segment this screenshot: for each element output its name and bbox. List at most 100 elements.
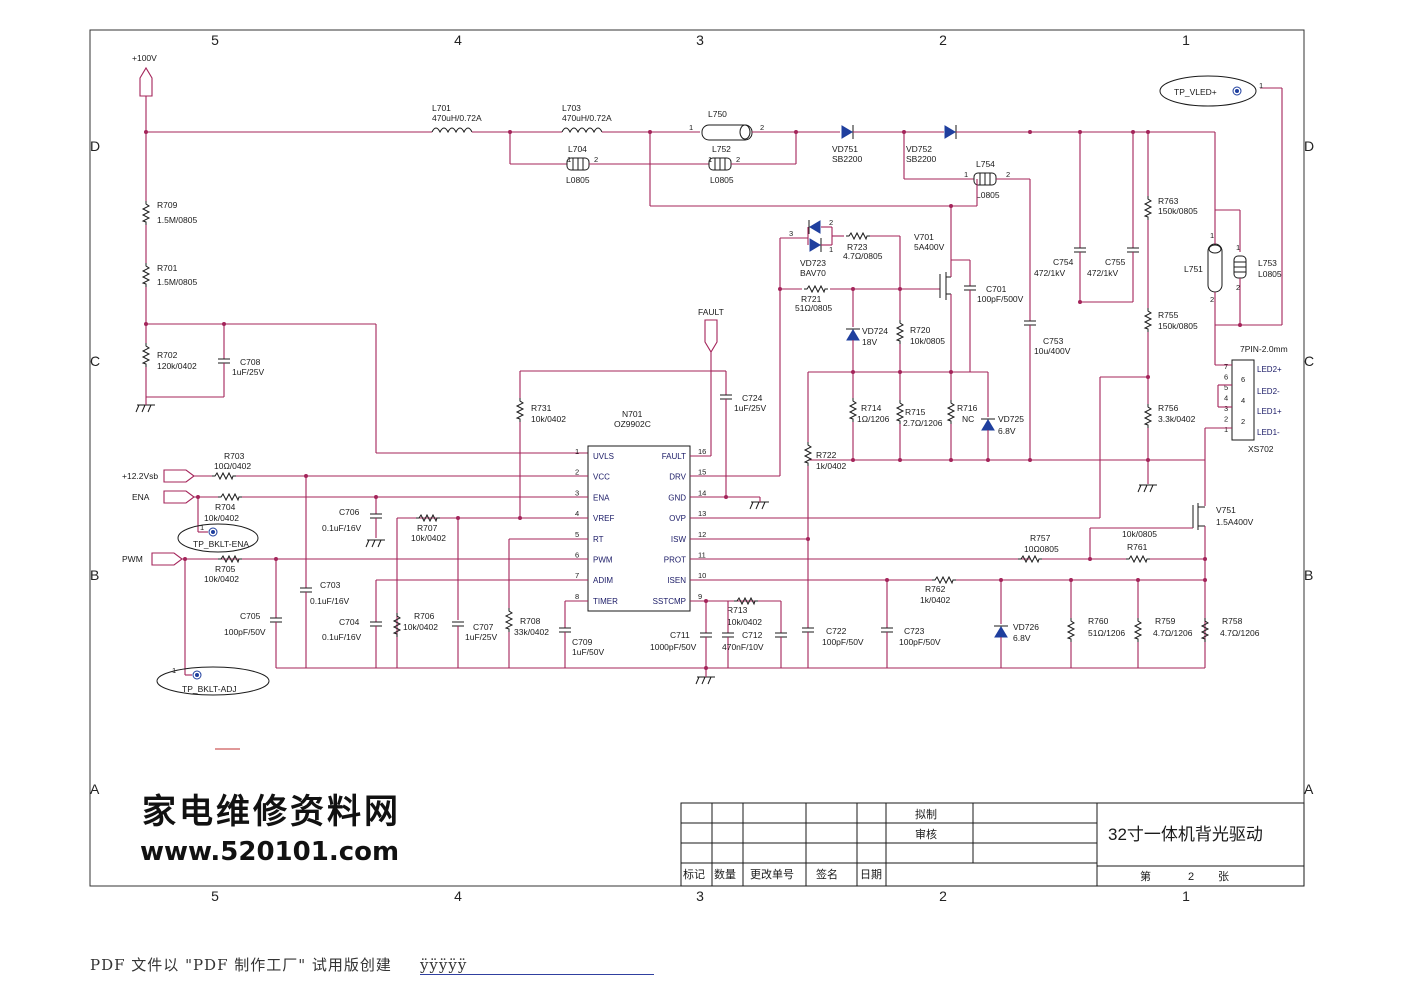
part-ref: R703 bbox=[224, 451, 245, 461]
zone-label: D bbox=[90, 138, 100, 154]
ic-pin-num: 5 bbox=[575, 530, 579, 539]
part-ref: VD751 bbox=[832, 144, 858, 154]
part-ref: C722 bbox=[826, 626, 847, 636]
zone-label: 4 bbox=[454, 32, 462, 48]
xs702-connector bbox=[1231, 359, 1255, 441]
ic-pin-name: OVP bbox=[669, 514, 686, 523]
watermark-cn: 家电维修资料网 bbox=[142, 792, 401, 832]
part-value: 0.1uF/16V bbox=[322, 523, 362, 533]
ic-pin-name: GND bbox=[668, 493, 686, 502]
part-ref: R701 bbox=[157, 263, 178, 273]
part-ref: R707 bbox=[417, 523, 438, 533]
connector-inner-num: 6 bbox=[1241, 375, 1245, 384]
ic-pin-num: 1 bbox=[575, 447, 579, 456]
part-ref: R723 bbox=[847, 242, 868, 252]
part-value: 100pF/500V bbox=[977, 294, 1024, 304]
pin-num: 2 bbox=[1210, 295, 1214, 304]
tp-label: TP_BKLT-ENA bbox=[193, 539, 249, 549]
ic-pin-num: 7 bbox=[575, 571, 579, 580]
tb-check: 审核 bbox=[915, 827, 937, 841]
ic-pin-num: 11 bbox=[698, 551, 706, 560]
tp-label: TP_BKLT-ADJ bbox=[182, 684, 237, 694]
connector-pin-num: 1 bbox=[1224, 425, 1228, 434]
v12-port bbox=[163, 469, 195, 483]
ic-pin-name: ISW bbox=[671, 535, 687, 544]
part-value: 4.7Ω/0805 bbox=[843, 251, 883, 261]
part-value: 51Ω/0805 bbox=[795, 303, 832, 313]
l750-inductor bbox=[701, 124, 753, 141]
ic-pin-num: 3 bbox=[575, 488, 579, 497]
part-ref: V751 bbox=[1216, 505, 1236, 515]
part-ref: R708 bbox=[520, 616, 541, 626]
pin-num: 1 bbox=[567, 155, 571, 164]
title-block bbox=[680, 802, 1305, 887]
part-value: 1Ω/1206 bbox=[857, 414, 890, 424]
part-ref: R758 bbox=[1222, 616, 1243, 626]
part-value: L0805 bbox=[1258, 269, 1282, 279]
zone-label: D bbox=[1304, 138, 1314, 154]
ena-label: ENA bbox=[132, 492, 150, 502]
part-value: 10k/0402 bbox=[204, 513, 239, 523]
part-ref: C705 bbox=[240, 611, 261, 621]
tb-sheet-label: 第 bbox=[1140, 869, 1151, 883]
part-value: 10k/0805 bbox=[1122, 529, 1157, 539]
pin-num: 1 bbox=[1259, 81, 1263, 90]
part-value: 0.1uF/16V bbox=[322, 632, 362, 642]
tb-sheet-num: 2 bbox=[1188, 871, 1194, 883]
part-value: 470uH/0.72A bbox=[562, 113, 612, 123]
part-value: 1.5M/0805 bbox=[157, 215, 197, 225]
ic-pin-name: RT bbox=[593, 535, 604, 544]
ic-pin-name: TIMER bbox=[593, 597, 618, 606]
connector-net: LED1+ bbox=[1257, 407, 1282, 416]
zone-label: 3 bbox=[696, 888, 704, 904]
tp-vled[interactable] bbox=[1159, 75, 1257, 107]
part-ref: R721 bbox=[801, 294, 822, 304]
part-value: 120k/0402 bbox=[157, 361, 197, 371]
zone-label: 5 bbox=[211, 888, 219, 904]
part-ref: R702 bbox=[157, 350, 178, 360]
ic-pin-name: DRV bbox=[669, 473, 686, 482]
l703-inductor bbox=[561, 127, 603, 134]
ic-pin-num: 16 bbox=[698, 447, 706, 456]
part-value: 10k/0402 bbox=[531, 414, 566, 424]
part-ref: VD723 bbox=[800, 258, 826, 268]
part-value: SB2200 bbox=[906, 154, 937, 164]
ic-pin-num: 10 bbox=[698, 571, 706, 580]
fault-label: FAULT bbox=[698, 307, 724, 317]
tp-bklt-ena[interactable] bbox=[177, 523, 259, 553]
ic-pin-num: 4 bbox=[575, 509, 579, 518]
part-ref: R756 bbox=[1158, 403, 1179, 413]
part-ref: C709 bbox=[572, 637, 593, 647]
part-ref: L703 bbox=[562, 103, 581, 113]
part-value: 10k/0402 bbox=[411, 533, 446, 543]
ic-pin-num: 13 bbox=[698, 509, 706, 518]
pin-num: 2 bbox=[760, 123, 764, 132]
part-ref: C723 bbox=[904, 626, 925, 636]
part-ref: R705 bbox=[215, 564, 236, 574]
part-ref: C701 bbox=[986, 284, 1007, 294]
part-ref: R720 bbox=[910, 325, 931, 335]
ic-pin-num: 6 bbox=[575, 551, 579, 560]
part-value: 1k/0402 bbox=[920, 595, 951, 605]
part-value: 10u/400V bbox=[1034, 346, 1071, 356]
ic-pin-num: 14 bbox=[698, 488, 706, 497]
part-ref: R731 bbox=[531, 403, 552, 413]
part-value: 1uF/25V bbox=[734, 403, 766, 413]
connector-pin-num: 4 bbox=[1224, 394, 1228, 403]
part-ref: C754 bbox=[1053, 257, 1074, 267]
zone-label: A bbox=[90, 781, 100, 797]
part-value: 10k/0402 bbox=[727, 617, 762, 627]
pin-num: 1 bbox=[829, 245, 833, 254]
tp-bklt-adj[interactable] bbox=[156, 666, 270, 696]
part-ref: R714 bbox=[861, 403, 882, 413]
v100-port bbox=[139, 66, 153, 97]
part-ref: L750 bbox=[708, 109, 727, 119]
vd752-diode bbox=[944, 125, 956, 139]
pin-num: 1 bbox=[708, 155, 712, 164]
part-value: 1k/0402 bbox=[816, 461, 847, 471]
l701-inductor bbox=[431, 127, 473, 134]
pin-num: 1 bbox=[1210, 231, 1214, 240]
part-ref: R759 bbox=[1155, 616, 1176, 626]
part-value: 4.7Ω/1206 bbox=[1153, 628, 1193, 638]
